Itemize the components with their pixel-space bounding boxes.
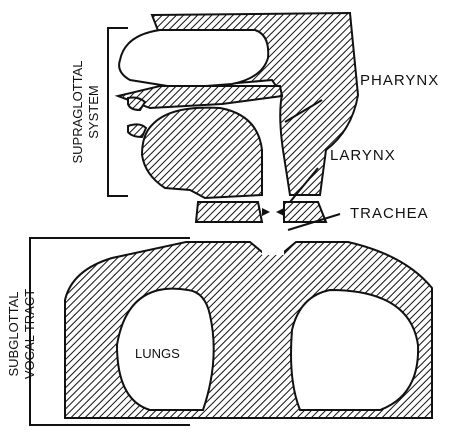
larynx-right (284, 202, 326, 222)
nasal-cavity (119, 30, 268, 88)
tongue (142, 108, 262, 198)
larynx-left (196, 202, 262, 222)
upper-lip (128, 98, 145, 111)
subglottal-label-line2: VOCAL TRACT (22, 289, 37, 379)
vocal-folds (262, 208, 284, 216)
subglottal-label: SUBGLOTTAL VOCAL TRACT (6, 289, 37, 379)
trachea-label: TRACHEA (350, 205, 429, 222)
pharynx-label: PHARYNX (360, 72, 439, 89)
lungs-label: LUNGS (135, 346, 180, 361)
right-lung (291, 290, 418, 410)
trachea-airway (262, 225, 284, 255)
subglottal-label-line1: SUBGLOTTAL (6, 291, 21, 376)
larynx-label: LARYNX (330, 147, 396, 164)
lower-lip (128, 124, 146, 137)
supraglottal-label: SUPRAGLOTTAL SYSTEM (70, 60, 101, 163)
supraglottal-label-line1: SUPRAGLOTTAL (70, 60, 85, 163)
supraglottal-label-line2: SYSTEM (86, 85, 101, 138)
